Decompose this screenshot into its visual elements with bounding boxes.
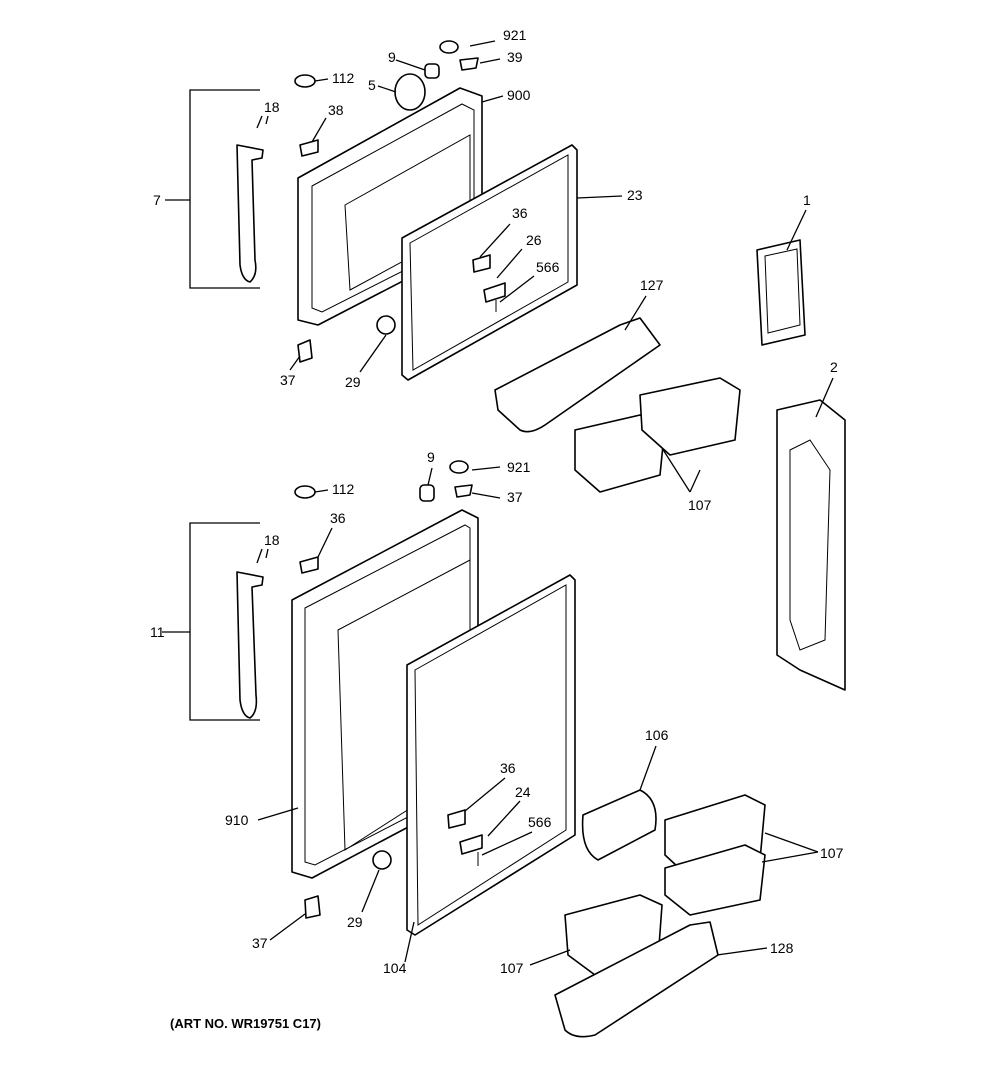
leader-line [481, 95, 504, 103]
fresh-food-door-assembly [291, 509, 576, 936]
part-number-label: 566 [536, 259, 560, 275]
small-hardware-upper [294, 40, 506, 363]
leader-line [317, 527, 333, 558]
part-number-label: 38 [328, 102, 344, 118]
part-number-label: 107 [688, 497, 712, 513]
leader-line [761, 851, 819, 863]
freezer-handle [236, 144, 264, 283]
part-number-label: 36 [330, 510, 346, 526]
leader-line [256, 115, 263, 129]
part-number-label: 18 [264, 99, 280, 115]
part-number-label: 910 [225, 812, 249, 828]
part-number-label: 107 [500, 960, 524, 976]
leader-line [529, 949, 571, 966]
part-number-label: 9 [427, 449, 435, 465]
part-number-label: 7 [153, 192, 161, 208]
part-number-label: 566 [528, 814, 552, 830]
leader-line [661, 447, 691, 493]
leader-line [764, 832, 819, 853]
spacer-29-lower [372, 850, 392, 870]
part-number-label: 37 [252, 935, 268, 951]
leader-line [576, 195, 623, 199]
leader-line [716, 947, 768, 956]
part-number-label: 112 [332, 70, 355, 86]
bracket-11 [189, 522, 260, 721]
bin-127 [494, 317, 661, 433]
part-number-label: 921 [507, 459, 531, 475]
part-number-label: 921 [503, 27, 527, 43]
part-number-label: 9 [388, 49, 396, 65]
art-number-caption: (ART NO. WR19751 C17) [170, 1016, 321, 1031]
literature-panel-1 [756, 239, 806, 346]
part-number-label: 107 [820, 845, 844, 861]
spacer-29 [376, 315, 396, 335]
part-number-label: 104 [383, 960, 407, 976]
leader-line [786, 209, 807, 251]
part-number-label: 18 [264, 532, 280, 548]
part-number-label: 37 [280, 372, 296, 388]
part-number-label: 127 [640, 277, 664, 293]
leader-line [256, 548, 263, 564]
part-number-label: 36 [512, 205, 528, 221]
leader-line [496, 248, 523, 279]
part-number-label: 24 [515, 784, 531, 800]
leader-line [265, 115, 269, 125]
leader-line [689, 469, 701, 493]
leader-line [479, 58, 501, 64]
part-number-label: 2 [830, 359, 838, 375]
leader-line [479, 223, 511, 258]
leader-line [471, 466, 501, 471]
leader-line [499, 275, 535, 303]
part-number-label: 36 [500, 760, 516, 776]
part-number-label: 106 [645, 727, 669, 743]
leader-line [289, 355, 301, 371]
leader-line [481, 831, 533, 856]
leader-line [404, 921, 415, 963]
bin-106 [581, 789, 657, 861]
bins [494, 317, 766, 1038]
leader-lines [162, 40, 834, 966]
bin-107b [639, 377, 741, 456]
leader-line [311, 117, 327, 143]
part-number-label: 112 [332, 481, 355, 497]
leader-line [471, 492, 501, 499]
part-number-label: 29 [347, 914, 363, 930]
leader-line [464, 777, 506, 812]
part-number-label: 29 [345, 374, 361, 390]
part-number-label: 1 [803, 192, 811, 208]
leader-line [815, 377, 834, 418]
leader-line [395, 59, 426, 71]
bin-107a [574, 414, 666, 493]
leader-line [377, 85, 397, 93]
part-number-label: 5 [368, 77, 376, 93]
part-number-label: 23 [627, 187, 643, 203]
small-hardware-lower [294, 460, 483, 919]
leader-line [361, 869, 380, 913]
bracket-7 [189, 89, 260, 289]
part-number-label: 11 [150, 624, 165, 640]
leader-line [469, 40, 496, 47]
bin-128 [554, 921, 719, 1038]
part-number-label: 26 [526, 232, 542, 248]
fresh-food-handle [236, 571, 264, 719]
part-number-label: 39 [507, 49, 523, 65]
part-number-label: 128 [770, 940, 794, 956]
door-panel-2 [776, 399, 846, 691]
leader-line [359, 334, 387, 373]
part-number-label: 37 [507, 489, 523, 505]
leader-line [314, 489, 329, 493]
leader-line [265, 548, 269, 559]
leader-line [624, 295, 647, 331]
leader-line [257, 807, 299, 821]
part-number-label: 900 [507, 87, 531, 103]
leader-line [314, 78, 329, 82]
leader-line [487, 800, 521, 837]
leader-line [427, 467, 433, 486]
leader-line [269, 913, 306, 941]
leader-line [639, 745, 657, 791]
bin-107d [664, 844, 766, 916]
